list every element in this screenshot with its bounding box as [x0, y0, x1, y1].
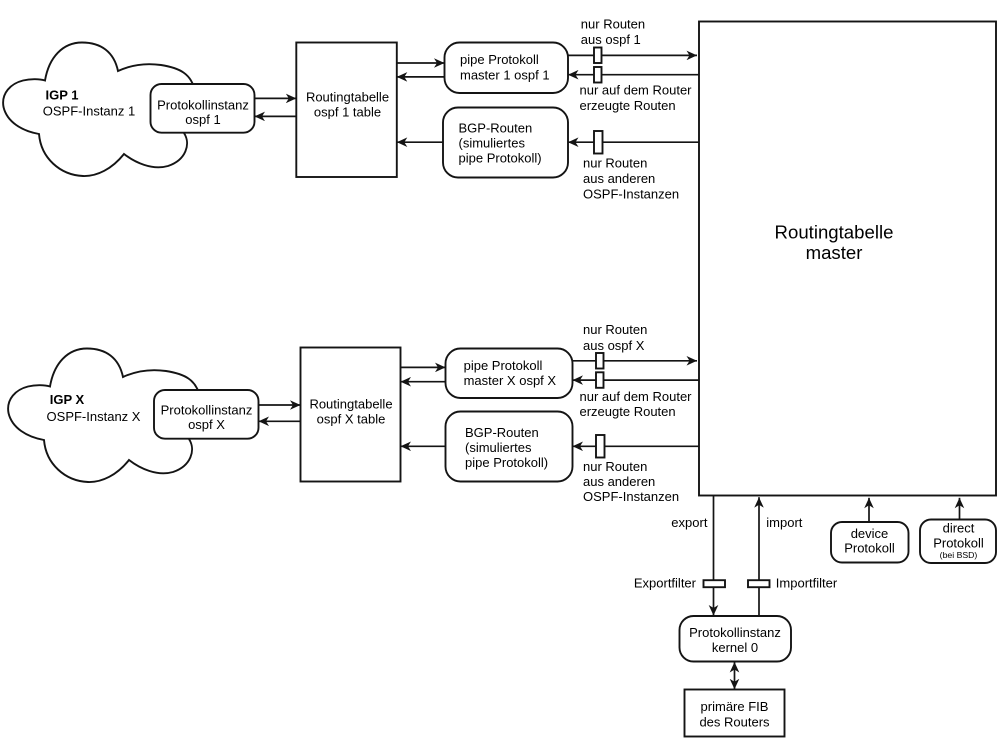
svg-text:nur auf dem Router: nur auf dem Router	[580, 389, 693, 404]
svg-text:(bei BSD): (bei BSD)	[940, 550, 978, 560]
svg-text:import: import	[766, 515, 803, 530]
svg-text:pipe Protokoll): pipe Protokoll)	[465, 455, 548, 470]
svg-text:OSPF-Instanz X: OSPF-Instanz X	[47, 409, 141, 424]
svg-text:export: export	[671, 515, 708, 530]
svg-text:Routingtabelle: Routingtabelle	[309, 396, 392, 411]
svg-text:device: device	[851, 526, 889, 541]
svg-text:IGP 1: IGP 1	[45, 88, 78, 103]
svg-text:OSPF-Instanzen: OSPF-Instanzen	[583, 489, 679, 504]
svg-text:nur auf dem Router: nur auf dem Router	[580, 83, 693, 98]
svg-text:nur Routen: nur Routen	[581, 17, 645, 32]
svg-text:Protokoll: Protokoll	[933, 535, 984, 550]
svg-text:master X ospf X: master X ospf X	[464, 373, 557, 388]
svg-text:IGP X: IGP X	[50, 392, 85, 407]
svg-text:nur Routen: nur Routen	[583, 459, 647, 474]
svg-text:nur Routen: nur Routen	[583, 322, 647, 337]
svg-text:BGP-Routen: BGP-Routen	[465, 425, 539, 440]
svg-text:pipe Protokoll): pipe Protokoll)	[459, 151, 542, 166]
svg-text:aus ospf 1: aus ospf 1	[581, 32, 641, 47]
svg-text:erzeugte Routen: erzeugte Routen	[580, 404, 676, 419]
svg-text:primäre FIB: primäre FIB	[701, 699, 769, 714]
svg-text:ospf 1 table: ospf 1 table	[314, 105, 381, 120]
svg-text:ospf X table: ospf X table	[317, 411, 386, 426]
svg-text:Exportfilter: Exportfilter	[634, 575, 697, 590]
svg-text:Protokoll: Protokoll	[844, 541, 895, 556]
svg-text:aus ospf X: aus ospf X	[583, 338, 645, 353]
svg-text:direct: direct	[943, 521, 975, 536]
svg-text:Protokollinstanz: Protokollinstanz	[157, 97, 249, 112]
svg-text:ospf X: ospf X	[188, 417, 225, 432]
svg-text:Routingtabelle: Routingtabelle	[775, 221, 894, 242]
svg-text:pipe Protokoll: pipe Protokoll	[464, 358, 543, 373]
svg-text:aus anderen: aus anderen	[583, 474, 655, 489]
svg-text:aus anderen: aus anderen	[583, 171, 655, 186]
svg-text:BGP-Routen: BGP-Routen	[459, 121, 533, 136]
svg-text:kernel 0: kernel 0	[712, 640, 758, 655]
svg-text:(simuliertes: (simuliertes	[459, 136, 526, 151]
svg-text:nur Routen: nur Routen	[583, 156, 647, 171]
svg-text:des Routers: des Routers	[699, 714, 770, 729]
svg-text:Protokollinstanz: Protokollinstanz	[161, 403, 253, 418]
svg-text:pipe Protokoll: pipe Protokoll	[460, 52, 539, 67]
svg-text:Protokollinstanz: Protokollinstanz	[689, 625, 781, 640]
svg-text:(simuliertes: (simuliertes	[465, 440, 532, 455]
svg-text:master 1 ospf 1: master 1 ospf 1	[460, 68, 550, 83]
svg-text:master: master	[806, 242, 863, 263]
svg-text:OSPF-Instanz 1: OSPF-Instanz 1	[43, 104, 135, 119]
svg-text:OSPF-Instanzen: OSPF-Instanzen	[583, 187, 679, 202]
svg-text:Importfilter: Importfilter	[776, 575, 838, 590]
svg-text:ospf 1: ospf 1	[185, 112, 220, 127]
svg-text:Routingtabelle: Routingtabelle	[306, 90, 389, 105]
svg-text:erzeugte Routen: erzeugte Routen	[580, 98, 676, 113]
